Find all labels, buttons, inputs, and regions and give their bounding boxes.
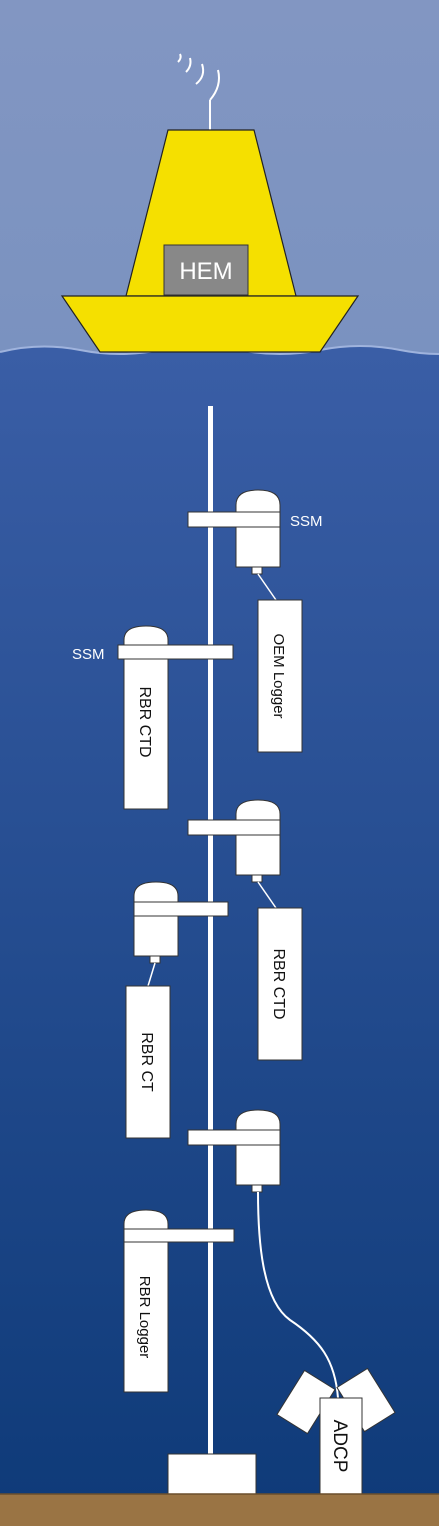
mooring-line: [208, 406, 213, 1456]
ssm-label-right: SSM: [290, 513, 323, 530]
hem-box: [163, 244, 249, 296]
anchor: [167, 1453, 257, 1495]
antenna-icon: [177, 53, 220, 130]
adcp-label: ADCP: [329, 1420, 350, 1473]
adcp-cable: [257, 1191, 339, 1399]
oem-logger: OEM Logger: [257, 599, 303, 753]
ssm-instrument-top: SSM: [187, 489, 323, 575]
cable: [257, 881, 277, 909]
ssm-label-left: SSM: [72, 646, 105, 663]
buoy: HEM: [60, 129, 360, 353]
rbr-ct-label: RBR CT: [138, 1032, 155, 1092]
adcp: ADCP: [276, 1367, 396, 1495]
hem-label: HEM: [179, 258, 232, 285]
rbr-logger: RBR Logger: [123, 1209, 235, 1393]
ssm-instrument-left: RBR CTD SSM: [72, 625, 234, 810]
rbr-ct: RBR CT: [125, 985, 171, 1139]
ocean: [0, 346, 439, 1526]
sensor-left-middle: [133, 881, 229, 964]
rbr-logger-label: RBR Logger: [136, 1276, 153, 1359]
rbr-ctd-upper-label: RBR CTD: [136, 686, 153, 757]
rbr-ctd-lower-label: RBR CTD: [270, 948, 287, 1019]
oem-logger-label: OEM Logger: [270, 633, 287, 718]
sensor-right-middle: [187, 799, 281, 883]
cable: [257, 573, 277, 601]
sensor-right-lower: [187, 1109, 281, 1193]
rbr-ctd-lower: RBR CTD: [257, 907, 303, 1061]
seabed: [0, 1494, 439, 1526]
cable: [147, 962, 156, 987]
